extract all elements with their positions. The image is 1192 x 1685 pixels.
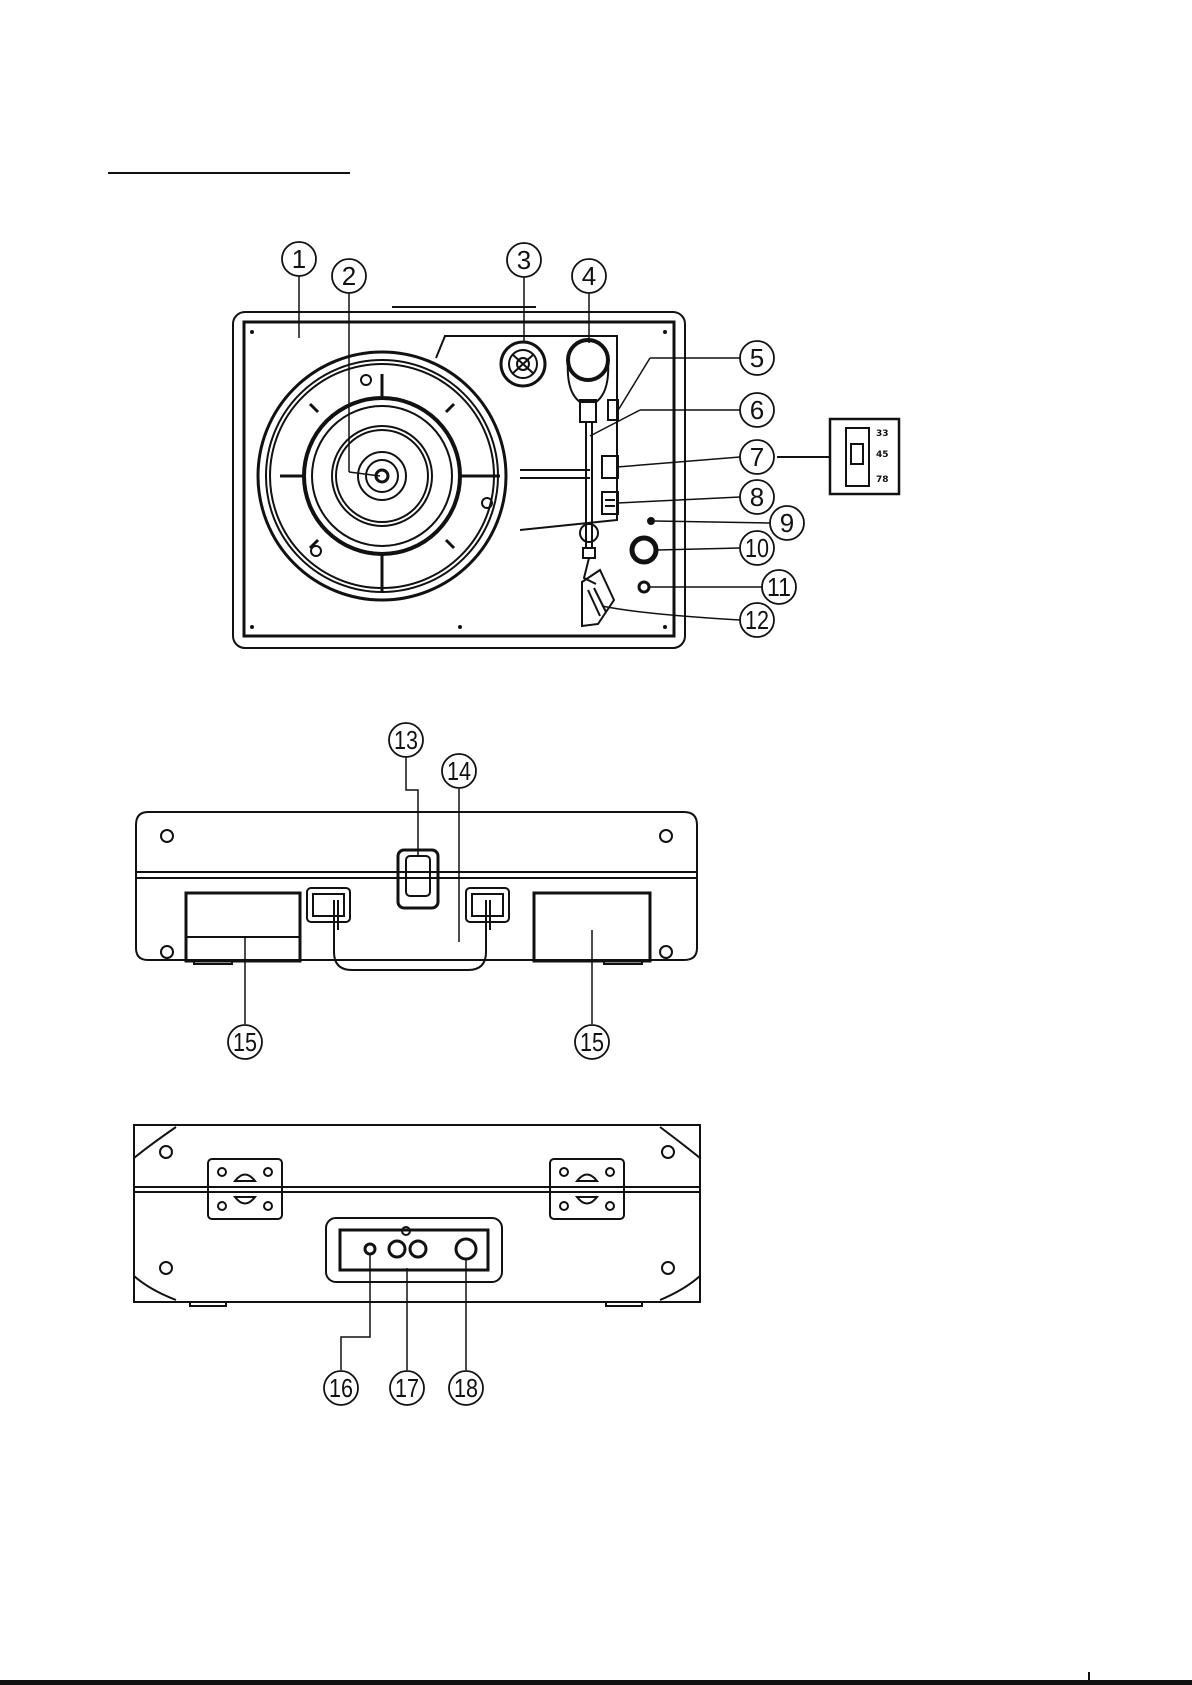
callout-6: 6 [740,393,774,427]
callout-16: 16 [324,1371,358,1405]
speed-inset [830,419,899,494]
callout-9: 9 [770,506,804,540]
rca-right [410,1241,426,1257]
speed-label-33: 33 [876,429,889,439]
page-bottom-tick [1088,1672,1090,1682]
callout-number-2: 2 [342,261,356,291]
callout-number-3: 3 [517,245,531,275]
hinge-left [208,1159,282,1219]
callout-number-7: 7 [750,442,764,472]
callout-number-8: 8 [750,482,764,512]
speed-labels: 33 45 78 [876,429,889,485]
callout-13: 13 [389,723,423,757]
callout-11: 11 [762,570,796,604]
plinth-edge [436,336,617,530]
callout-14: 14 [442,754,476,788]
callout-number-15a: 15 [233,1027,257,1057]
callout-number-4: 4 [582,261,596,291]
callout-number-15b: 15 [580,1027,604,1057]
speaker-left [186,893,300,961]
callout-number-12: 12 [745,605,769,635]
callout-number-1: 1 [292,244,306,274]
top-view [233,307,899,648]
callout-15a: 15 [228,1025,262,1059]
rear-panel [326,1218,502,1282]
callout-number-9: 9 [780,508,794,538]
speed-label-78: 78 [876,475,889,485]
auto-stop-switch [602,492,618,514]
callout-number-13: 13 [394,725,418,755]
callout-number-14: 14 [447,756,471,786]
headphone-jack [639,582,649,592]
aux-in-jack [365,1244,375,1254]
page-bottom-border [0,1680,1192,1685]
hinge-right [550,1159,624,1219]
dc-in-jack [456,1239,476,1259]
adapter-holder [501,342,545,386]
callout-4: 4 [572,259,606,293]
speed-label-45: 45 [876,450,889,460]
platter [258,352,506,600]
callout-3: 3 [507,243,541,277]
front-leaders [245,757,592,1024]
rca-left [389,1241,405,1257]
callout-5: 5 [740,341,774,375]
callout-18: 18 [449,1371,483,1405]
callout-12: 12 [740,603,774,637]
callout-number-18: 18 [454,1373,478,1403]
callout-17: 17 [390,1371,424,1405]
callout-number-17: 17 [395,1373,419,1403]
callout-2: 2 [332,259,366,293]
back-view [134,1125,700,1306]
cartridge [582,570,614,626]
callout-number-10: 10 [745,533,769,563]
callout-number-16: 16 [329,1373,353,1403]
front-view [136,812,697,970]
callout-10: 10 [740,531,774,565]
top-leaders [299,275,770,620]
handle [307,888,509,970]
callout-1: 1 [282,242,316,276]
callout-15b: 15 [575,1025,609,1059]
callout-number-5: 5 [750,343,764,373]
callout-7: 7 [740,440,774,474]
callout-8: 8 [740,480,774,514]
tonearm [568,340,618,584]
callout-number-6: 6 [750,395,764,425]
volume-knob [632,538,656,562]
speed-switch [602,456,618,478]
indicator-led [648,518,654,524]
callout-number-11: 11 [767,572,791,602]
